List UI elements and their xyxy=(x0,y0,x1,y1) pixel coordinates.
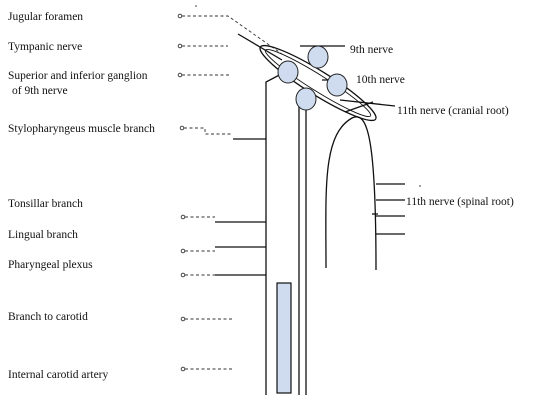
ganglion-10th-superior xyxy=(326,73,348,97)
speck xyxy=(195,5,197,7)
ganglion-inferior-9th xyxy=(277,60,299,84)
label-tonsillar: Tonsillar branch xyxy=(8,198,83,210)
label-tympanic-nerve: Tympanic nerve xyxy=(8,41,82,53)
ganglion-10th-inferior xyxy=(295,87,317,111)
leader-lines xyxy=(177,13,283,372)
leader-stylopharyngeus xyxy=(179,125,233,135)
ganglia xyxy=(277,45,348,111)
internal-carotid-artery xyxy=(276,282,292,394)
jugular-foramen-ring-inner xyxy=(264,49,372,117)
label-11th-nerve-cranial: 11th nerve (cranial root) xyxy=(397,105,509,117)
branches-11th-spinal xyxy=(372,183,405,235)
leader-ganglion xyxy=(177,72,230,78)
leader-lingual xyxy=(180,248,215,254)
branches-9th xyxy=(215,138,266,276)
label-branch-to-carotid: Branch to carotid xyxy=(8,311,88,323)
leader-internal-carotid xyxy=(180,366,233,372)
label-internal-carotid: Internal carotid artery xyxy=(8,369,108,381)
leader-tympanic-nerve xyxy=(177,43,228,49)
label-lingual: Lingual branch xyxy=(8,229,78,241)
speck xyxy=(419,185,421,187)
label-10th-nerve: 10th nerve xyxy=(356,74,405,86)
label-stylopharyngeus: Stylopharyngeus muscle branch xyxy=(8,123,155,135)
ganglion-superior-9th xyxy=(307,45,329,69)
label-jugular-foramen: Jugular foramen xyxy=(8,11,83,23)
leader-tonsillar xyxy=(180,214,215,220)
leader-jugular-foramen xyxy=(177,13,283,55)
label-11th-nerve-spinal: 11th nerve (spinal root) xyxy=(406,196,514,208)
label-pharyngeal-plexus: Pharyngeal plexus xyxy=(8,259,93,271)
label-ganglion-line2: of 9th nerve xyxy=(12,85,68,97)
leader-pharyngeal-plexus xyxy=(180,272,215,278)
label-9th-nerve: 9th nerve xyxy=(350,44,393,56)
11th-nerve-loop xyxy=(325,116,377,271)
leader-branch-to-carotid xyxy=(180,316,233,322)
nerve-trunks xyxy=(237,33,396,395)
label-ganglion-line1: Superior and inferior ganglion xyxy=(8,70,148,82)
11th-cranial-root xyxy=(339,99,396,107)
